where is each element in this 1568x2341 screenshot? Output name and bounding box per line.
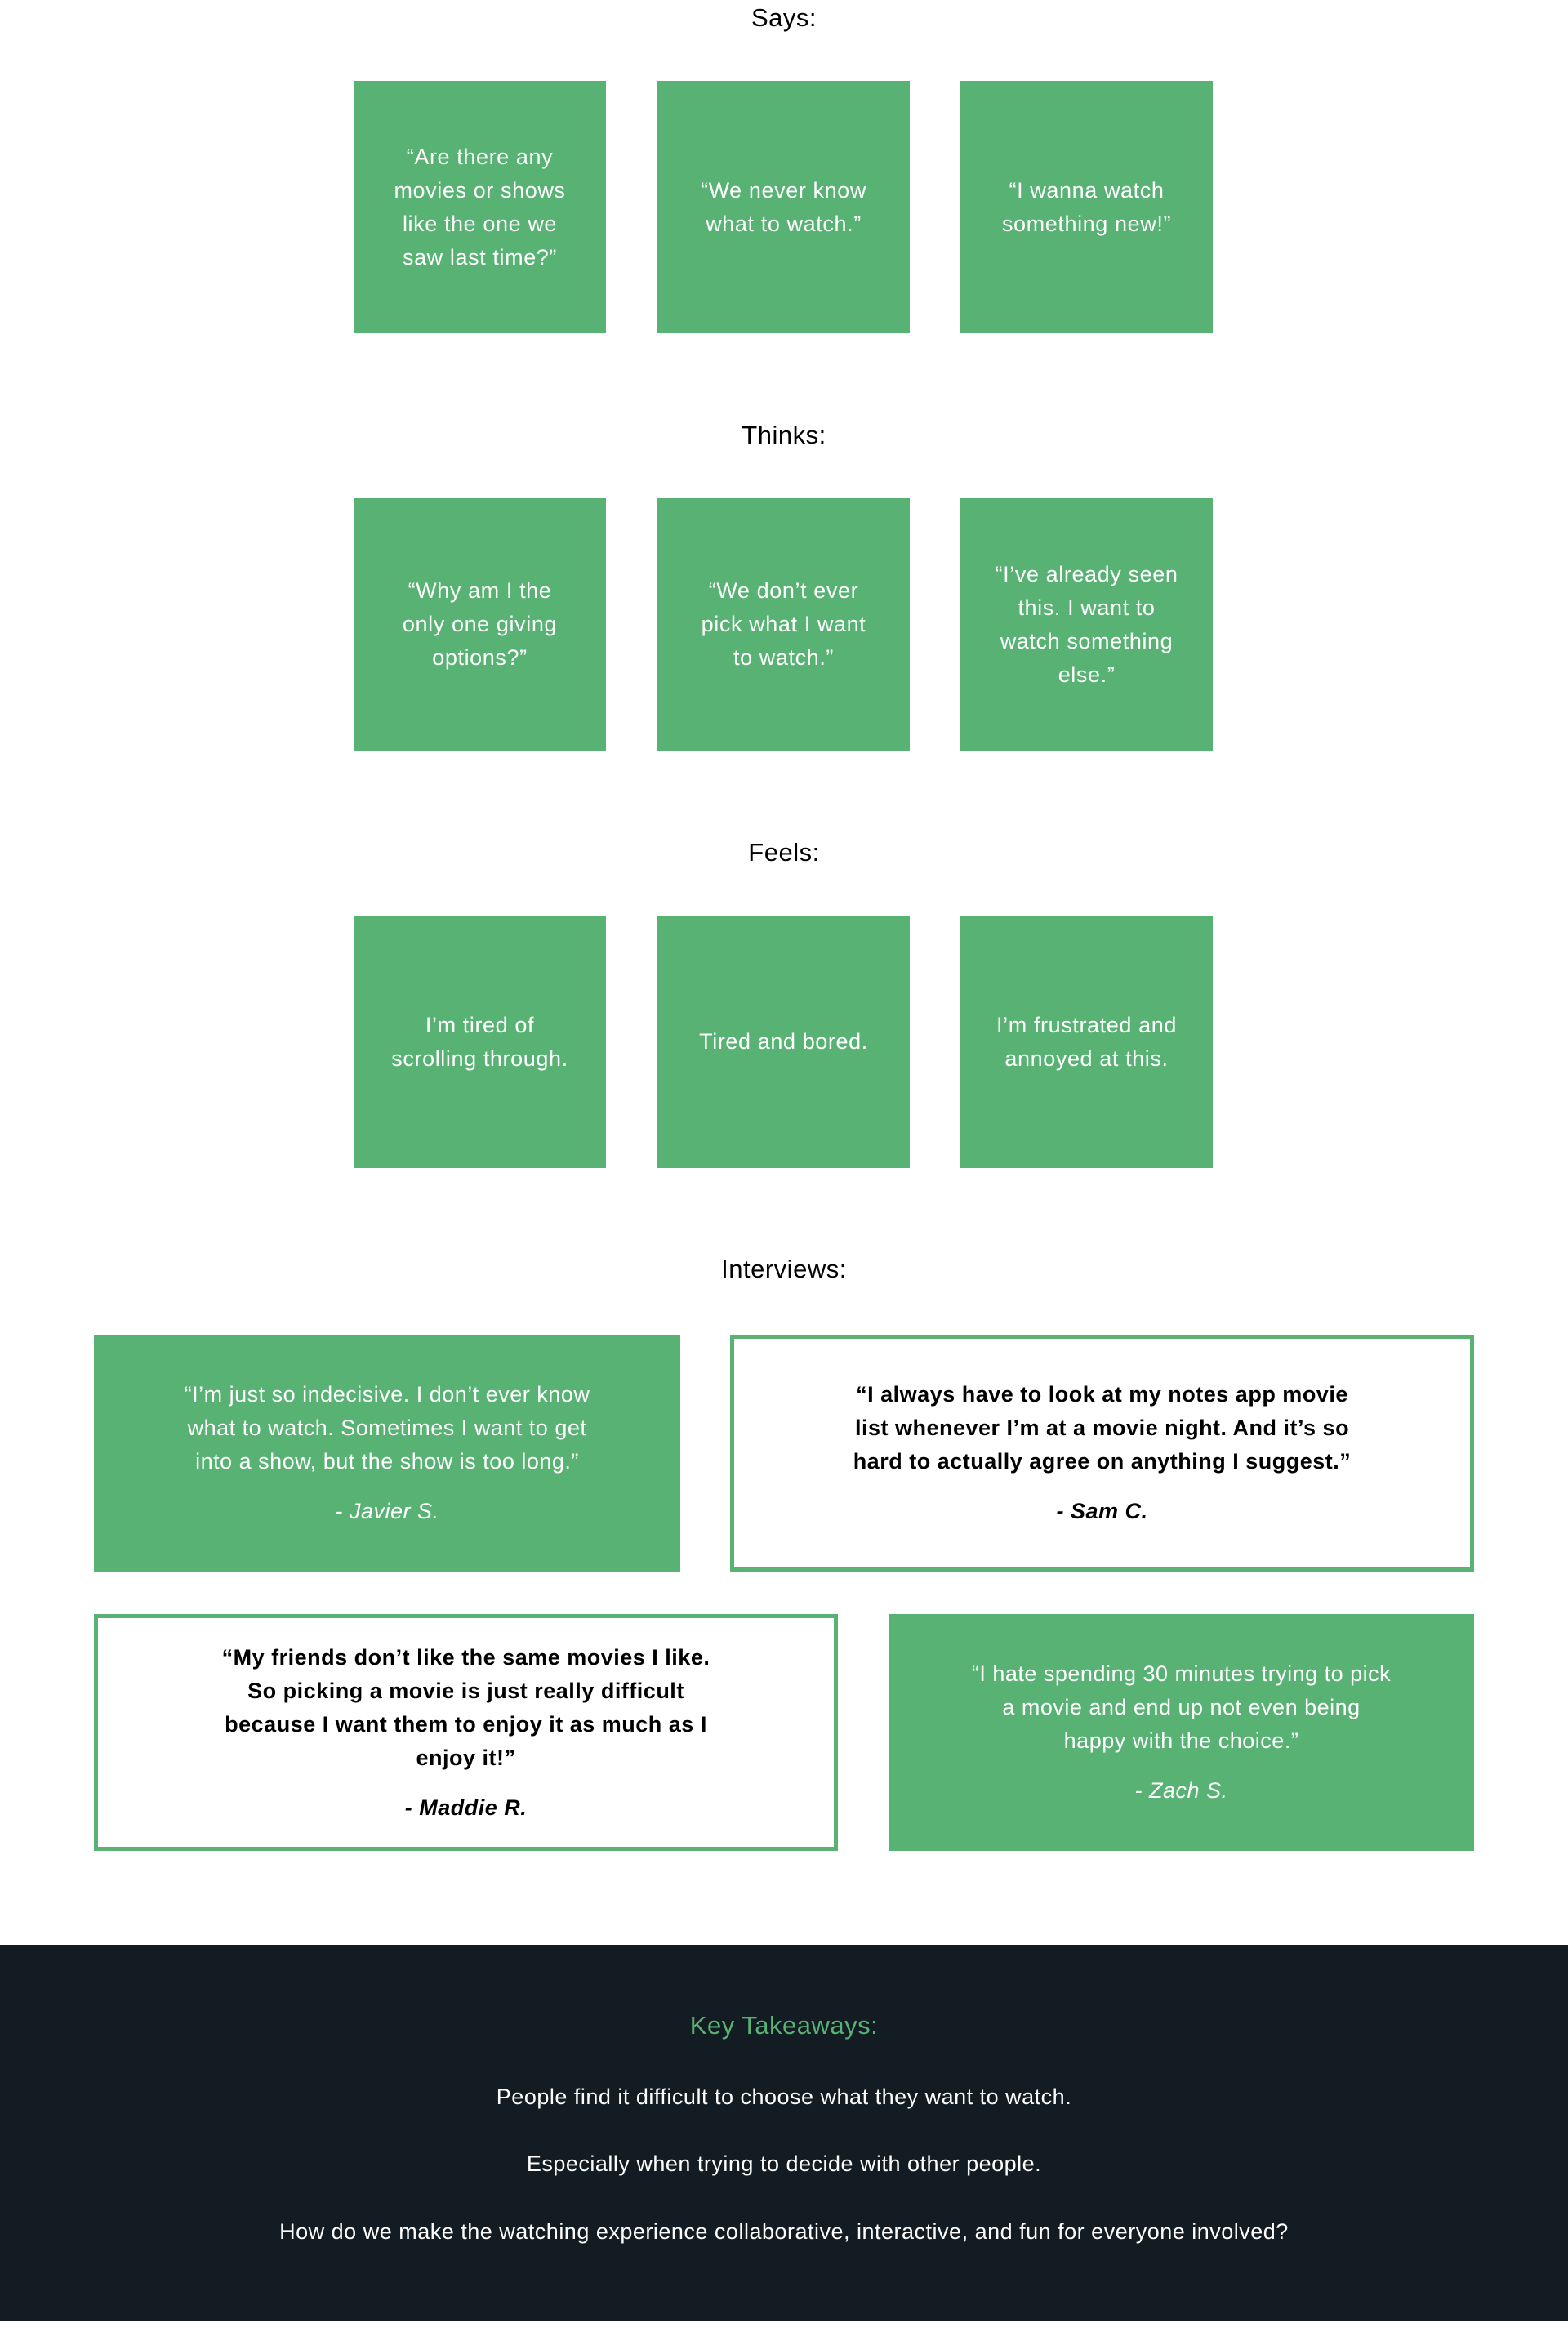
- thinks-card-text: “Why am I the only one giving options?”: [402, 578, 558, 670]
- thinks-card-text: “I’ve already seen this. I want to watch…: [995, 561, 1178, 687]
- feels-card: I’m tired of scrolling through.: [354, 916, 606, 1168]
- thinks-card: “Why am I the only one giving options?”: [354, 498, 606, 751]
- interview-author: - Sam C.: [1056, 1499, 1148, 1523]
- thinks-row: “Why am I the only one giving options?” …: [354, 498, 1214, 751]
- says-card-text: “We never know what to watch.”: [701, 177, 866, 236]
- feels-card-text: I’m tired of scrolling through.: [391, 1012, 568, 1071]
- interview-author: - Zach S.: [1134, 1778, 1228, 1803]
- says-heading: Says:: [751, 3, 817, 32]
- takeaway-line: How do we make the watching experience c…: [279, 2219, 1289, 2244]
- says-row: “Are there any movies or shows like the …: [354, 81, 1214, 333]
- feels-card-text: Tired and bored.: [699, 1029, 868, 1054]
- key-takeaways-heading: Key Takeaways:: [689, 2011, 879, 2040]
- interview-card-maddie: “My friends don’t like the same movies I…: [94, 1614, 838, 1851]
- interview-quote: “I hate spending 30 minutes trying to pi…: [971, 1661, 1392, 1753]
- thinks-card: “I’ve already seen this. I want to watch…: [960, 498, 1213, 751]
- thinks-heading: Thinks:: [742, 421, 826, 449]
- thinks-card: “We don’t ever pick what I want to watch…: [657, 498, 910, 751]
- interview-author: - Maddie R.: [404, 1795, 528, 1820]
- takeaway-line: Especially when trying to decide with ot…: [526, 2151, 1042, 2176]
- thinks-card-text: “We don’t ever pick what I want to watch…: [701, 578, 866, 670]
- interview-card-sam: “I always have to look at my notes app m…: [730, 1335, 1474, 1572]
- interview-quote: “I’m just so indecisive. I don’t ever kn…: [184, 1382, 590, 1474]
- says-card-text: “Are there any movies or shows like the …: [394, 144, 566, 270]
- feels-card: Tired and bored.: [657, 916, 910, 1168]
- interview-card-zach: “I hate spending 30 minutes trying to pi…: [889, 1614, 1474, 1851]
- interview-quote: “I always have to look at my notes app m…: [853, 1382, 1352, 1474]
- feels-card: I’m frustrated and annoyed at this.: [960, 916, 1213, 1168]
- feels-row: I’m tired of scrolling through. Tired an…: [354, 916, 1214, 1168]
- key-takeaways-section: Key Takeaways: People find it difficult …: [0, 1945, 1568, 2321]
- feels-heading: Feels:: [748, 838, 820, 867]
- takeaway-line: People find it difficult to choose what …: [496, 2085, 1072, 2109]
- says-card: “We never know what to watch.”: [657, 81, 910, 333]
- interviews-heading: Interviews:: [721, 1255, 847, 1283]
- interview-author: - Javier S.: [335, 1499, 439, 1523]
- says-card: “Are there any movies or shows like the …: [354, 81, 606, 333]
- says-card-text: “I wanna watch something new!”: [1001, 177, 1172, 236]
- says-card: “I wanna watch something new!”: [960, 81, 1213, 333]
- interview-quote: “My friends don’t like the same movies I…: [221, 1644, 710, 1770]
- feels-card-text: I’m frustrated and annoyed at this.: [996, 1012, 1177, 1071]
- interview-card-javier: “I’m just so indecisive. I don’t ever kn…: [94, 1335, 680, 1572]
